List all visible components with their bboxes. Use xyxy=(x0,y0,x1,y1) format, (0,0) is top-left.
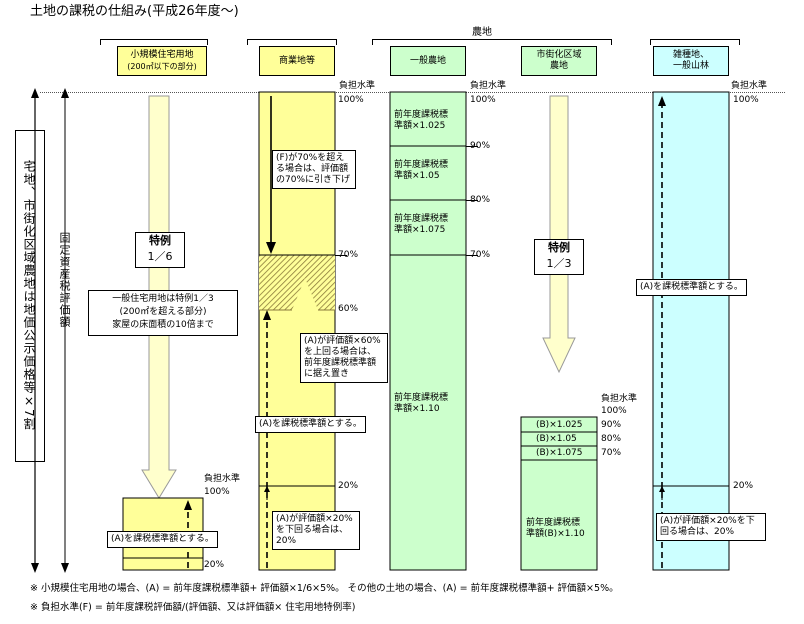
general-row1-line1: 前年度課税標 xyxy=(394,110,449,120)
bracket-commercial xyxy=(247,39,337,45)
misc-forest-small-arrow xyxy=(659,486,665,500)
misc-20: 20% xyxy=(733,481,754,491)
general-residential-note-line1: 一般住宅用地は特例1／3 xyxy=(112,294,214,304)
general-farmland-column xyxy=(389,91,467,571)
burden-level-label-misc: 負担水準 xyxy=(731,81,768,91)
general-row3-line1: 前年度課税標 xyxy=(394,214,449,224)
urban-row2: (B)×1.05 xyxy=(536,434,577,444)
commercial-60: 60% xyxy=(338,304,359,314)
footnote-2: ※ 負担水準(F) = 前年度課税評価額/(評価額、又は評価額× 住宅用地特例率… xyxy=(30,602,356,613)
general-row4-line2: 準額×1.10 xyxy=(394,404,440,414)
general-100: 100% xyxy=(470,95,496,105)
urban-farmland-base-block xyxy=(520,416,598,571)
misc-100: 100% xyxy=(733,95,759,105)
bracket-small-residential xyxy=(100,39,208,45)
general-row1: 前年度課税標準額×1.025 xyxy=(394,110,464,132)
general-row1-line2: 準額×1.025 xyxy=(394,121,446,131)
burden-level-label-commercial: 負担水準 xyxy=(339,81,376,91)
farmland-group-label: 農地 xyxy=(472,27,492,38)
general-row2: 前年度課税標準額×1.05 xyxy=(394,160,464,182)
urban-bottom-line2: 準額(B)×1.10 xyxy=(526,529,585,539)
general-row2-line1: 前年度課税標 xyxy=(394,160,449,170)
footnote-1: ※ 小規模住宅用地の場合、(A) = 前年度課税標準額+ 評価額×1/6×5%。… xyxy=(30,583,619,594)
commercial-note-60: (A)が評価額×60%を上回る場合は、前年度課税標準額に据え置き xyxy=(300,333,388,383)
general-row4: 前年度課税標準額×1.10 xyxy=(394,393,464,415)
urban-90: 90% xyxy=(601,420,622,430)
tick-70-general xyxy=(466,255,478,256)
misc-note-under20: (A)が評価額×20%を下回る場合は、20% xyxy=(656,513,766,541)
commercial-note-base: (A)を課税標準額とする。 xyxy=(255,416,366,433)
burden-level-label-small: 負担水準 xyxy=(204,474,241,484)
small-residential-20: 20% xyxy=(204,560,225,570)
urban-bottom: 前年度課税標準額(B)×1.10 xyxy=(526,518,596,540)
small-residential-special-value: 1／6 xyxy=(147,250,173,263)
farmland-bracket xyxy=(372,39,612,45)
misc-note-base: (A)を課税標準額とする。 xyxy=(636,279,747,296)
inner-axis-arrow xyxy=(61,88,69,573)
tick-80-general xyxy=(466,200,478,201)
urban-70: 70% xyxy=(601,448,622,458)
urban-special-box: 特例 1／3 xyxy=(534,239,584,275)
urban-80: 80% xyxy=(601,434,622,444)
burden-level-label-urban: 負担水準 xyxy=(601,394,638,404)
commercial-20: 20% xyxy=(338,481,359,491)
tick-90-general xyxy=(466,146,478,147)
general-70: 70% xyxy=(470,250,491,260)
bracket-misc-forest xyxy=(650,39,740,45)
small-residential-100: 100% xyxy=(204,487,230,497)
commercial-small-arrow xyxy=(264,486,270,500)
header-small-residential-line1: 小規模住宅用地 xyxy=(130,50,194,60)
urban-bottom-line1: 前年度課税標 xyxy=(526,518,581,528)
general-row3: 前年度課税標準額×1.075 xyxy=(394,214,464,236)
urban-row3: (B)×1.075 xyxy=(536,448,583,458)
general-80: 80% xyxy=(470,195,491,205)
header-urban-farmland: 市街化区域 農地 xyxy=(521,46,597,76)
general-row4-line1: 前年度課税標 xyxy=(394,393,449,403)
burden-level-label-general: 負担水準 xyxy=(470,81,507,91)
header-misc-forest: 雑種地、 一般山林 xyxy=(653,46,729,76)
commercial-100: 100% xyxy=(338,95,364,105)
header-small-residential-line2: (200㎡以下の部分) xyxy=(127,62,197,71)
tick-70-commercial xyxy=(335,255,347,256)
commercial-note-under20: (A)が評価額×20%を下回る場合は、20% xyxy=(272,511,360,550)
left-label-box xyxy=(15,130,45,462)
small-residential-base-note: (A)を課税標準額とする。 xyxy=(107,531,218,548)
urban-row1: (B)×1.025 xyxy=(536,420,583,430)
general-row3-line2: 準額×1.075 xyxy=(394,225,446,235)
header-misc-forest-line2: 一般山林 xyxy=(672,61,709,71)
general-residential-note: 一般住宅用地は特例1／3 (200㎡を超える部分) 家屋の床面積の10倍まで xyxy=(88,290,238,336)
header-commercial-label: 商業地等 xyxy=(278,55,315,66)
general-residential-note-line2: (200㎡を超える部分) xyxy=(119,307,207,317)
commercial-note-over70: (F)が70%を超える場合は、評価額の70%に引き下げ xyxy=(272,150,356,189)
general-residential-note-line3: 家屋の床面積の10倍まで xyxy=(112,320,214,330)
header-commercial: 商業地等 xyxy=(259,46,335,76)
small-residential-special-title: 特例 xyxy=(149,234,171,247)
general-row2-line2: 準額×1.05 xyxy=(394,171,440,181)
header-urban-farmland-line1: 市街化区域 xyxy=(536,50,582,60)
header-misc-forest-line1: 雑種地、 xyxy=(672,50,709,60)
header-urban-farmland-line2: 農地 xyxy=(549,61,568,71)
header-general-farmland-label: 一般農地 xyxy=(409,55,446,66)
urban-100: 100% xyxy=(601,406,627,416)
commercial-dashed-arrow xyxy=(263,310,271,568)
urban-special-value: 1／3 xyxy=(546,257,572,270)
small-residential-special-box: 特例 1／6 xyxy=(135,232,185,268)
left-axis-arrow xyxy=(31,88,39,573)
commercial-70: 70% xyxy=(338,250,359,260)
urban-special-title: 特例 xyxy=(548,241,570,254)
urban-farmland-reduction-arrow xyxy=(542,95,576,374)
header-general-farmland: 一般農地 xyxy=(390,46,466,76)
header-small-residential: 小規模住宅用地 (200㎡以下の部分) xyxy=(117,46,207,76)
general-90: 90% xyxy=(470,141,491,151)
misc-forest-dashed-arrow xyxy=(658,96,666,568)
page-title: 土地の課税の仕組み(平成26年度〜) xyxy=(30,4,239,19)
left-outer-label: 宅地、市街化区域農地は地価公示価格等×7割 xyxy=(22,160,36,431)
commercial-down-arrow xyxy=(266,96,276,254)
misc-forest-column xyxy=(652,91,730,571)
